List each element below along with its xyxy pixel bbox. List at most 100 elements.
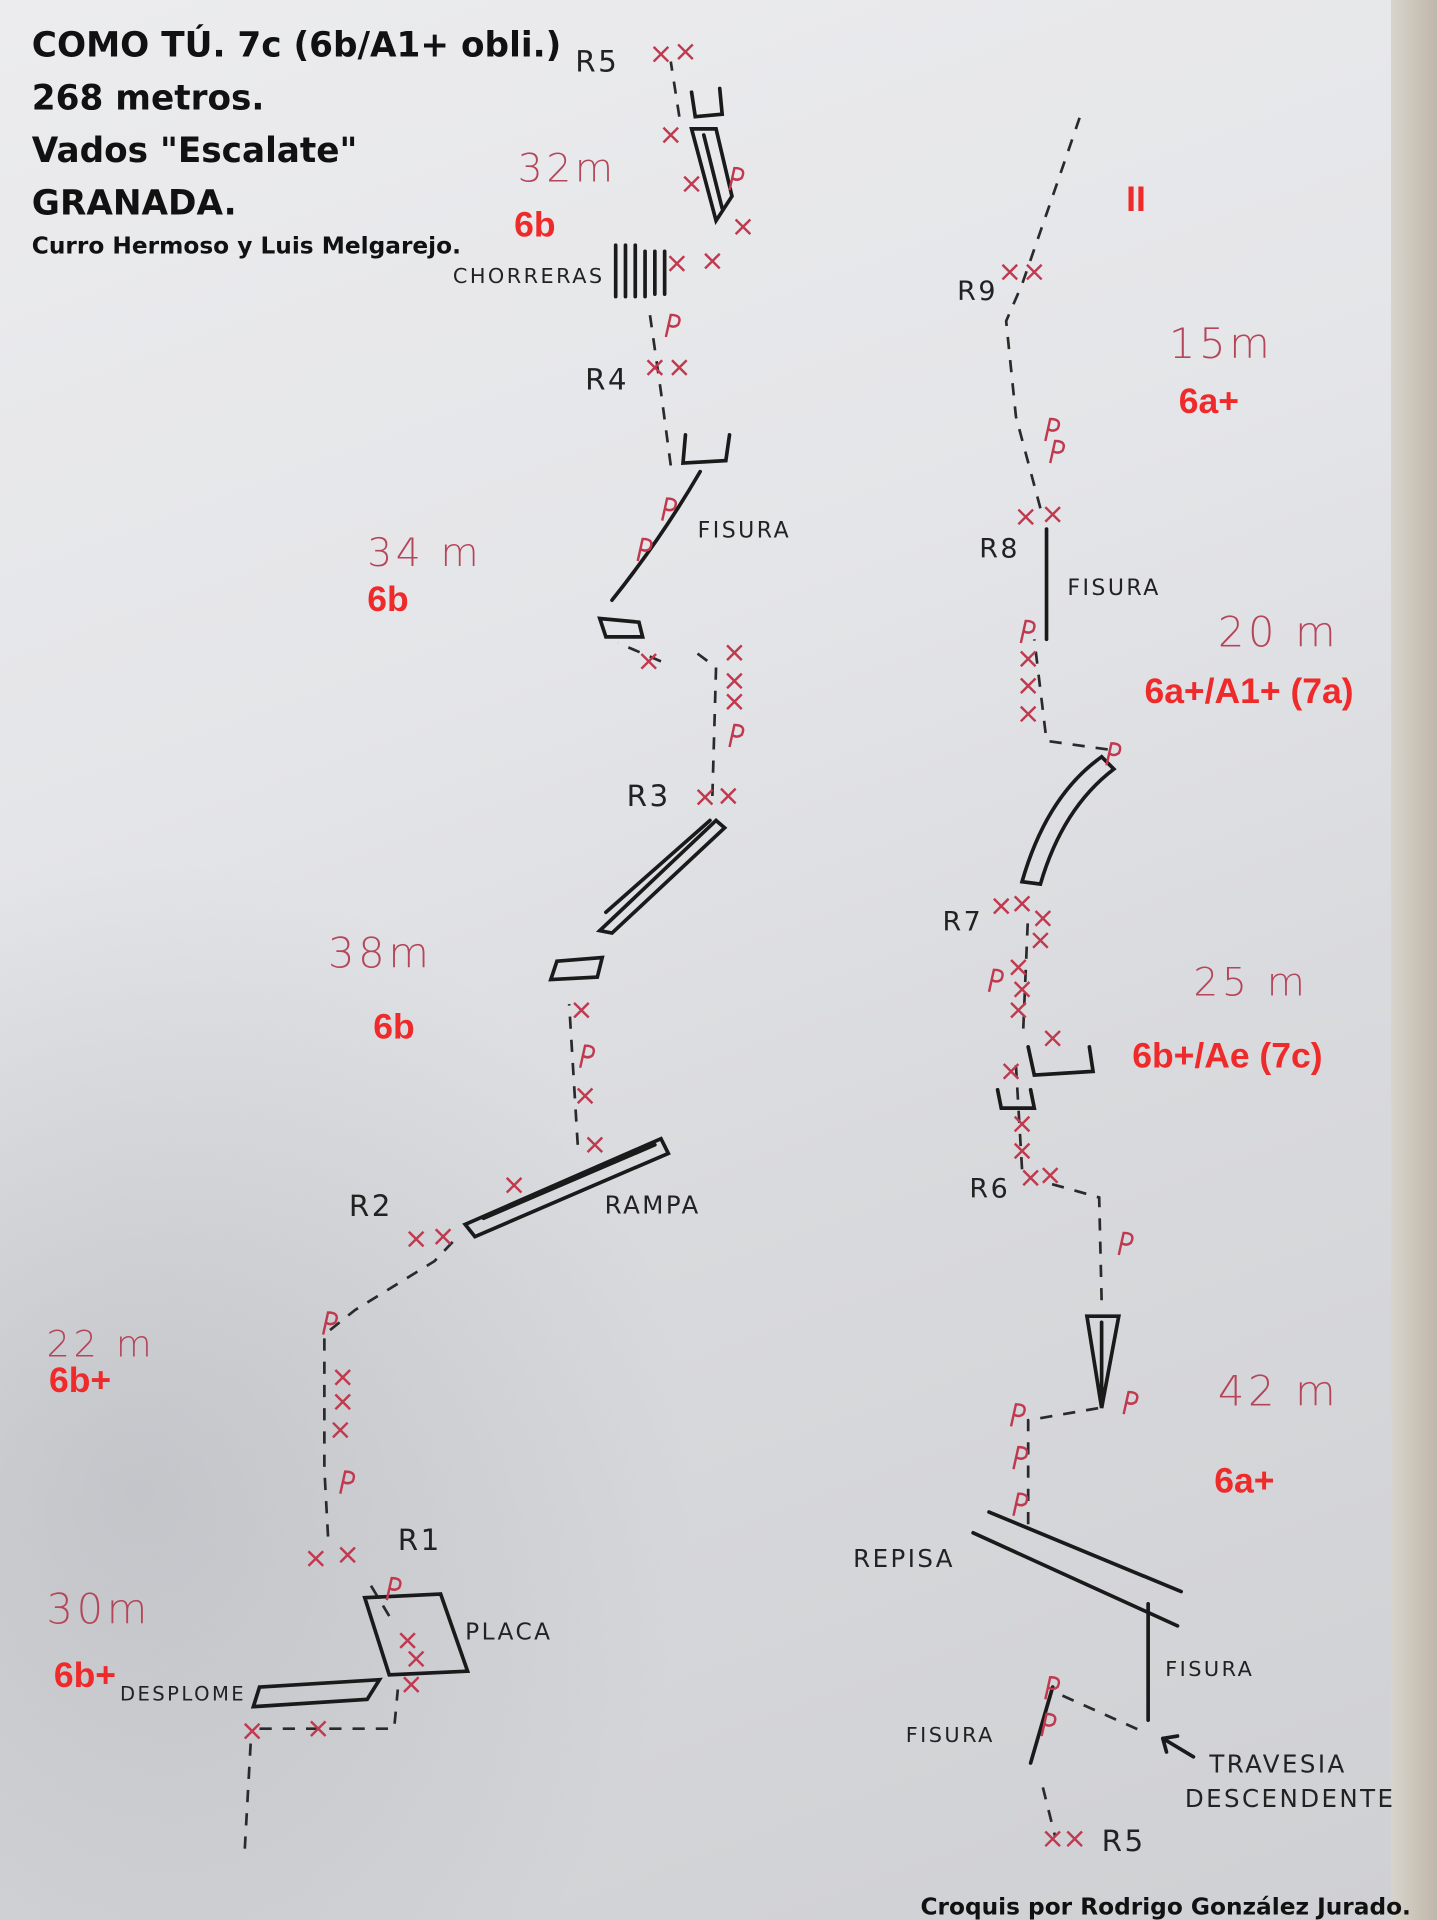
first-ascent: Curro Hermoso y Luis Melgarejo. — [32, 233, 461, 260]
bolt-mark — [668, 255, 686, 272]
bolt-mark — [1002, 1063, 1020, 1080]
section-number: II — [1126, 179, 1146, 219]
dihedral-feature — [595, 817, 728, 936]
bolt-mark — [1013, 981, 1031, 998]
pitch-2-length: 22 m — [47, 1323, 156, 1366]
label-repisa: REPISA — [853, 1544, 955, 1573]
pitch-4-grade: 6b — [367, 579, 408, 619]
left-route-lines — [243, 61, 734, 1849]
piton-mark — [1012, 1445, 1029, 1470]
repisa-feature — [971, 1510, 1184, 1628]
bolt-mark — [1026, 263, 1043, 281]
pitch-1-grade: 6b+ — [54, 1655, 116, 1695]
bolt-mark — [683, 175, 700, 193]
roof-feature — [548, 955, 605, 982]
bolt-mark — [720, 787, 737, 805]
bolt-mark — [434, 1228, 452, 1245]
bolt-mark — [1001, 263, 1019, 281]
piton-mark — [728, 166, 745, 191]
right-route-lines — [971, 117, 1184, 1837]
piton-mark — [578, 1044, 596, 1068]
pitch-5-grade: 6b — [514, 205, 555, 245]
bolt-mark — [734, 218, 752, 236]
bolt-mark — [1019, 677, 1037, 695]
pitch-2-grade: 6b+ — [49, 1360, 111, 1400]
roof-feature-3 — [680, 433, 732, 466]
piton-mark — [385, 1576, 402, 1601]
piton-mark — [1122, 1390, 1139, 1415]
bolt-mark — [310, 1720, 327, 1737]
piton-mark — [1049, 439, 1066, 464]
bolt-mark — [677, 43, 694, 60]
pitch-9-grade: 6a+ — [1179, 381, 1239, 421]
pitch-7-length: 25 m — [1193, 960, 1308, 1005]
belay-r2: R2 — [349, 1189, 393, 1223]
chorreras-feature — [613, 243, 667, 299]
bolt-mark — [640, 653, 657, 670]
piton-mark — [1117, 1231, 1134, 1256]
bolt-mark — [1019, 650, 1037, 668]
placa-feature — [362, 1592, 471, 1677]
piton-mark — [664, 313, 681, 338]
bolt-mark — [1044, 1030, 1061, 1047]
route-length: 268 metros. — [32, 78, 265, 118]
bolt-mark — [1013, 1115, 1031, 1133]
photo-shadow — [0, 850, 700, 1920]
pitch-3-length: 38m — [328, 928, 433, 977]
bolt-mark — [332, 1421, 349, 1439]
bolt-mark — [726, 672, 743, 690]
bolt-mark — [1010, 1001, 1027, 1019]
belay-r9: R9 — [957, 276, 998, 307]
bolt-mark — [573, 1001, 590, 1019]
bolt-mark — [696, 788, 714, 806]
route-region: GRANADA. — [32, 184, 237, 224]
bolt-mark — [407, 1230, 425, 1248]
bolt-mark — [1034, 910, 1052, 927]
roof-feature-4 — [689, 86, 725, 119]
pitch-9-length: 15m — [1169, 319, 1274, 368]
label-fisura-left: FISURA — [906, 1723, 995, 1747]
label-fisura: FISURA — [698, 519, 791, 544]
pitch-8-length: 20 m — [1218, 608, 1339, 657]
pitch-5-length: 32m — [518, 147, 617, 192]
roof-feature-2 — [597, 616, 645, 639]
bolt-mark — [243, 1722, 261, 1740]
piton-mark — [1044, 417, 1061, 442]
bolt-mark — [307, 1550, 325, 1567]
piton-mark — [1105, 742, 1122, 766]
bolt-mark — [1010, 959, 1027, 976]
bolt-mark — [407, 1650, 425, 1668]
belay-r1: R1 — [398, 1523, 442, 1557]
belay-r5-top: R5 — [575, 44, 619, 78]
piton-mark — [339, 1470, 356, 1494]
bolt-mark — [334, 1393, 351, 1411]
belay-r3: R3 — [627, 779, 671, 813]
bolt-mark — [1013, 1142, 1031, 1160]
piton-mark — [728, 723, 745, 748]
piton-mark — [987, 968, 1004, 993]
label-chorreras: CHORRERAS — [453, 264, 605, 288]
piton-mark — [636, 537, 653, 562]
bolt-mark — [652, 46, 670, 63]
sketch-credit: Croquis por Rodrigo González Jurado. — [920, 1894, 1410, 1920]
belay-r4: R4 — [585, 363, 629, 397]
label-fisura-right: FISURA — [1165, 1657, 1254, 1681]
pitch-8-grade: 6a+/A1+ (7a) — [1144, 671, 1353, 711]
piton-mark — [1044, 1676, 1061, 1700]
pitch-3-grade: 6b — [373, 1006, 414, 1046]
label-fisura-upper: FISURA — [1067, 576, 1160, 601]
bolt-mark — [1022, 1169, 1039, 1187]
bolt-mark — [662, 126, 679, 144]
dihedral-feature-3 — [1084, 1314, 1121, 1409]
bolt-mark — [1019, 705, 1037, 723]
arrow-icon — [1160, 1734, 1196, 1759]
bolt-mark — [1013, 895, 1031, 912]
belay-r6: R6 — [969, 1173, 1010, 1204]
bolt-mark — [726, 644, 743, 661]
belay-r8: R8 — [979, 533, 1020, 564]
label-placa: PLACA — [465, 1618, 552, 1645]
label-rampa: RAMPA — [605, 1190, 701, 1219]
pitch-7-grade: 6b+/Ae (7c) — [1132, 1036, 1322, 1076]
bolt-mark — [334, 1369, 351, 1386]
